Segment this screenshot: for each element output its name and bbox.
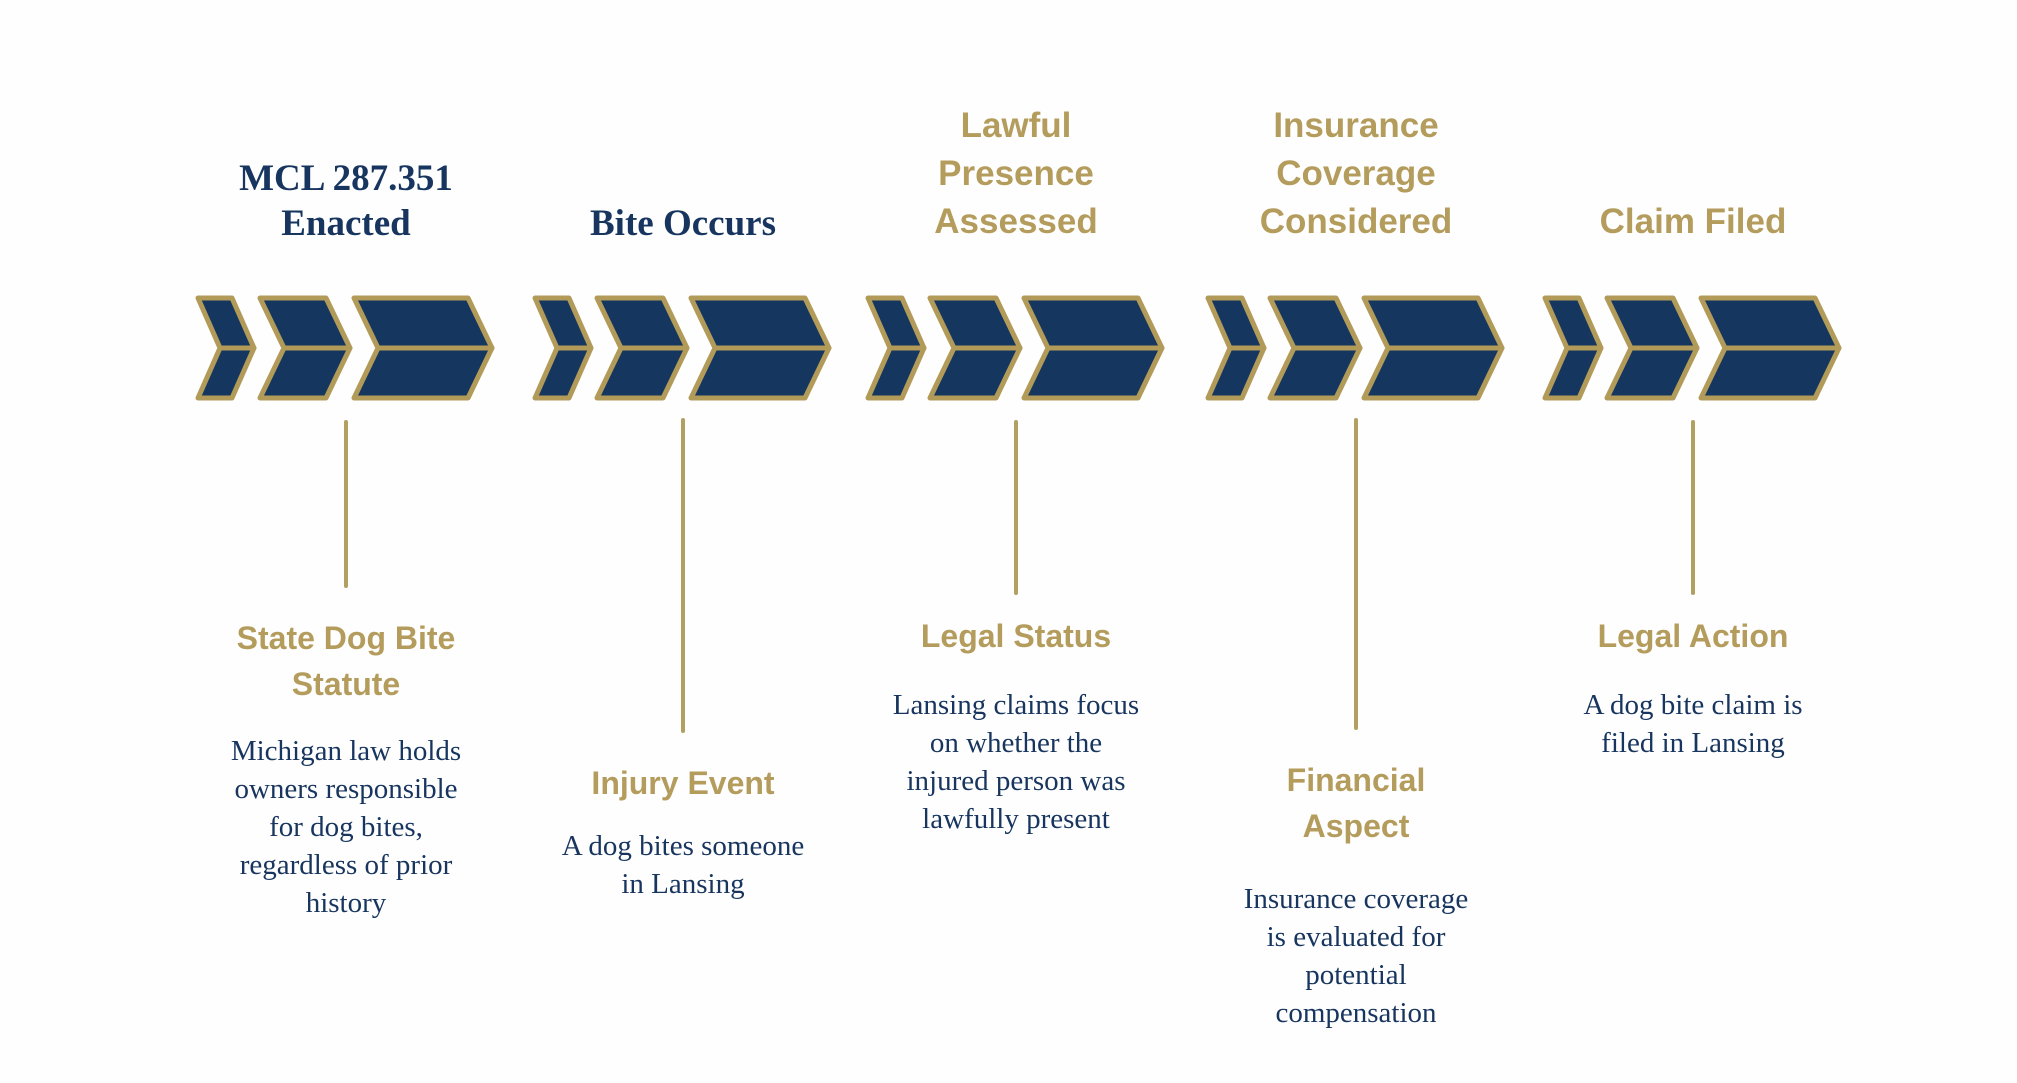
connector-line: [681, 418, 685, 733]
chevron-progression-icon: [1205, 293, 1506, 403]
stage-title: Claim Filed: [1599, 202, 1787, 241]
stage-title: Lawful Presence Assessed: [934, 106, 1098, 241]
stage-title: Bite Occurs: [590, 203, 776, 244]
stage-subheading: Injury Event: [591, 765, 775, 801]
stage-subheading: State Dog Bite Statute: [236, 620, 456, 702]
connector-line: [1014, 420, 1018, 595]
stage-4: Insurance Coverage Considered Financial …: [1201, 0, 1511, 1083]
stage-subheading: Financial Aspect: [1286, 762, 1426, 844]
stage-description: Insurance coverage is evaluated for pote…: [1243, 883, 1469, 1029]
chevron-progression-icon: [195, 293, 496, 403]
stage-subheading: Legal Action: [1597, 618, 1789, 654]
stage-1: MCL 287.351 Enacted State Dog Bite Statu…: [191, 0, 501, 1083]
stage-title: MCL 287.351 Enacted: [239, 158, 453, 244]
chevron-progression-icon: [1542, 293, 1843, 403]
stage-3: Lawful Presence Assessed Legal Status La…: [861, 0, 1171, 1083]
chevron-progression-icon: [532, 293, 833, 403]
stage-title: Insurance Coverage Considered: [1259, 106, 1453, 241]
stage-description: A dog bites someone in Lansing: [561, 830, 805, 900]
stage-description: Lansing claims focus on whether the inju…: [892, 689, 1140, 835]
stage-5: Claim Filed Legal Action A dog bite clai…: [1538, 0, 1848, 1083]
stage-description: A dog bite claim is filed in Lansing: [1583, 689, 1803, 759]
chevron-progression-icon: [865, 293, 1166, 403]
stage-2: Bite Occurs Injury Event A dog bites som…: [528, 0, 838, 1083]
connector-line: [344, 420, 348, 588]
connector-line: [1691, 420, 1695, 595]
connector-line: [1354, 418, 1358, 730]
stage-description: Michigan law holds owners responsible fo…: [230, 735, 462, 919]
stage-subheading: Legal Status: [920, 618, 1112, 654]
